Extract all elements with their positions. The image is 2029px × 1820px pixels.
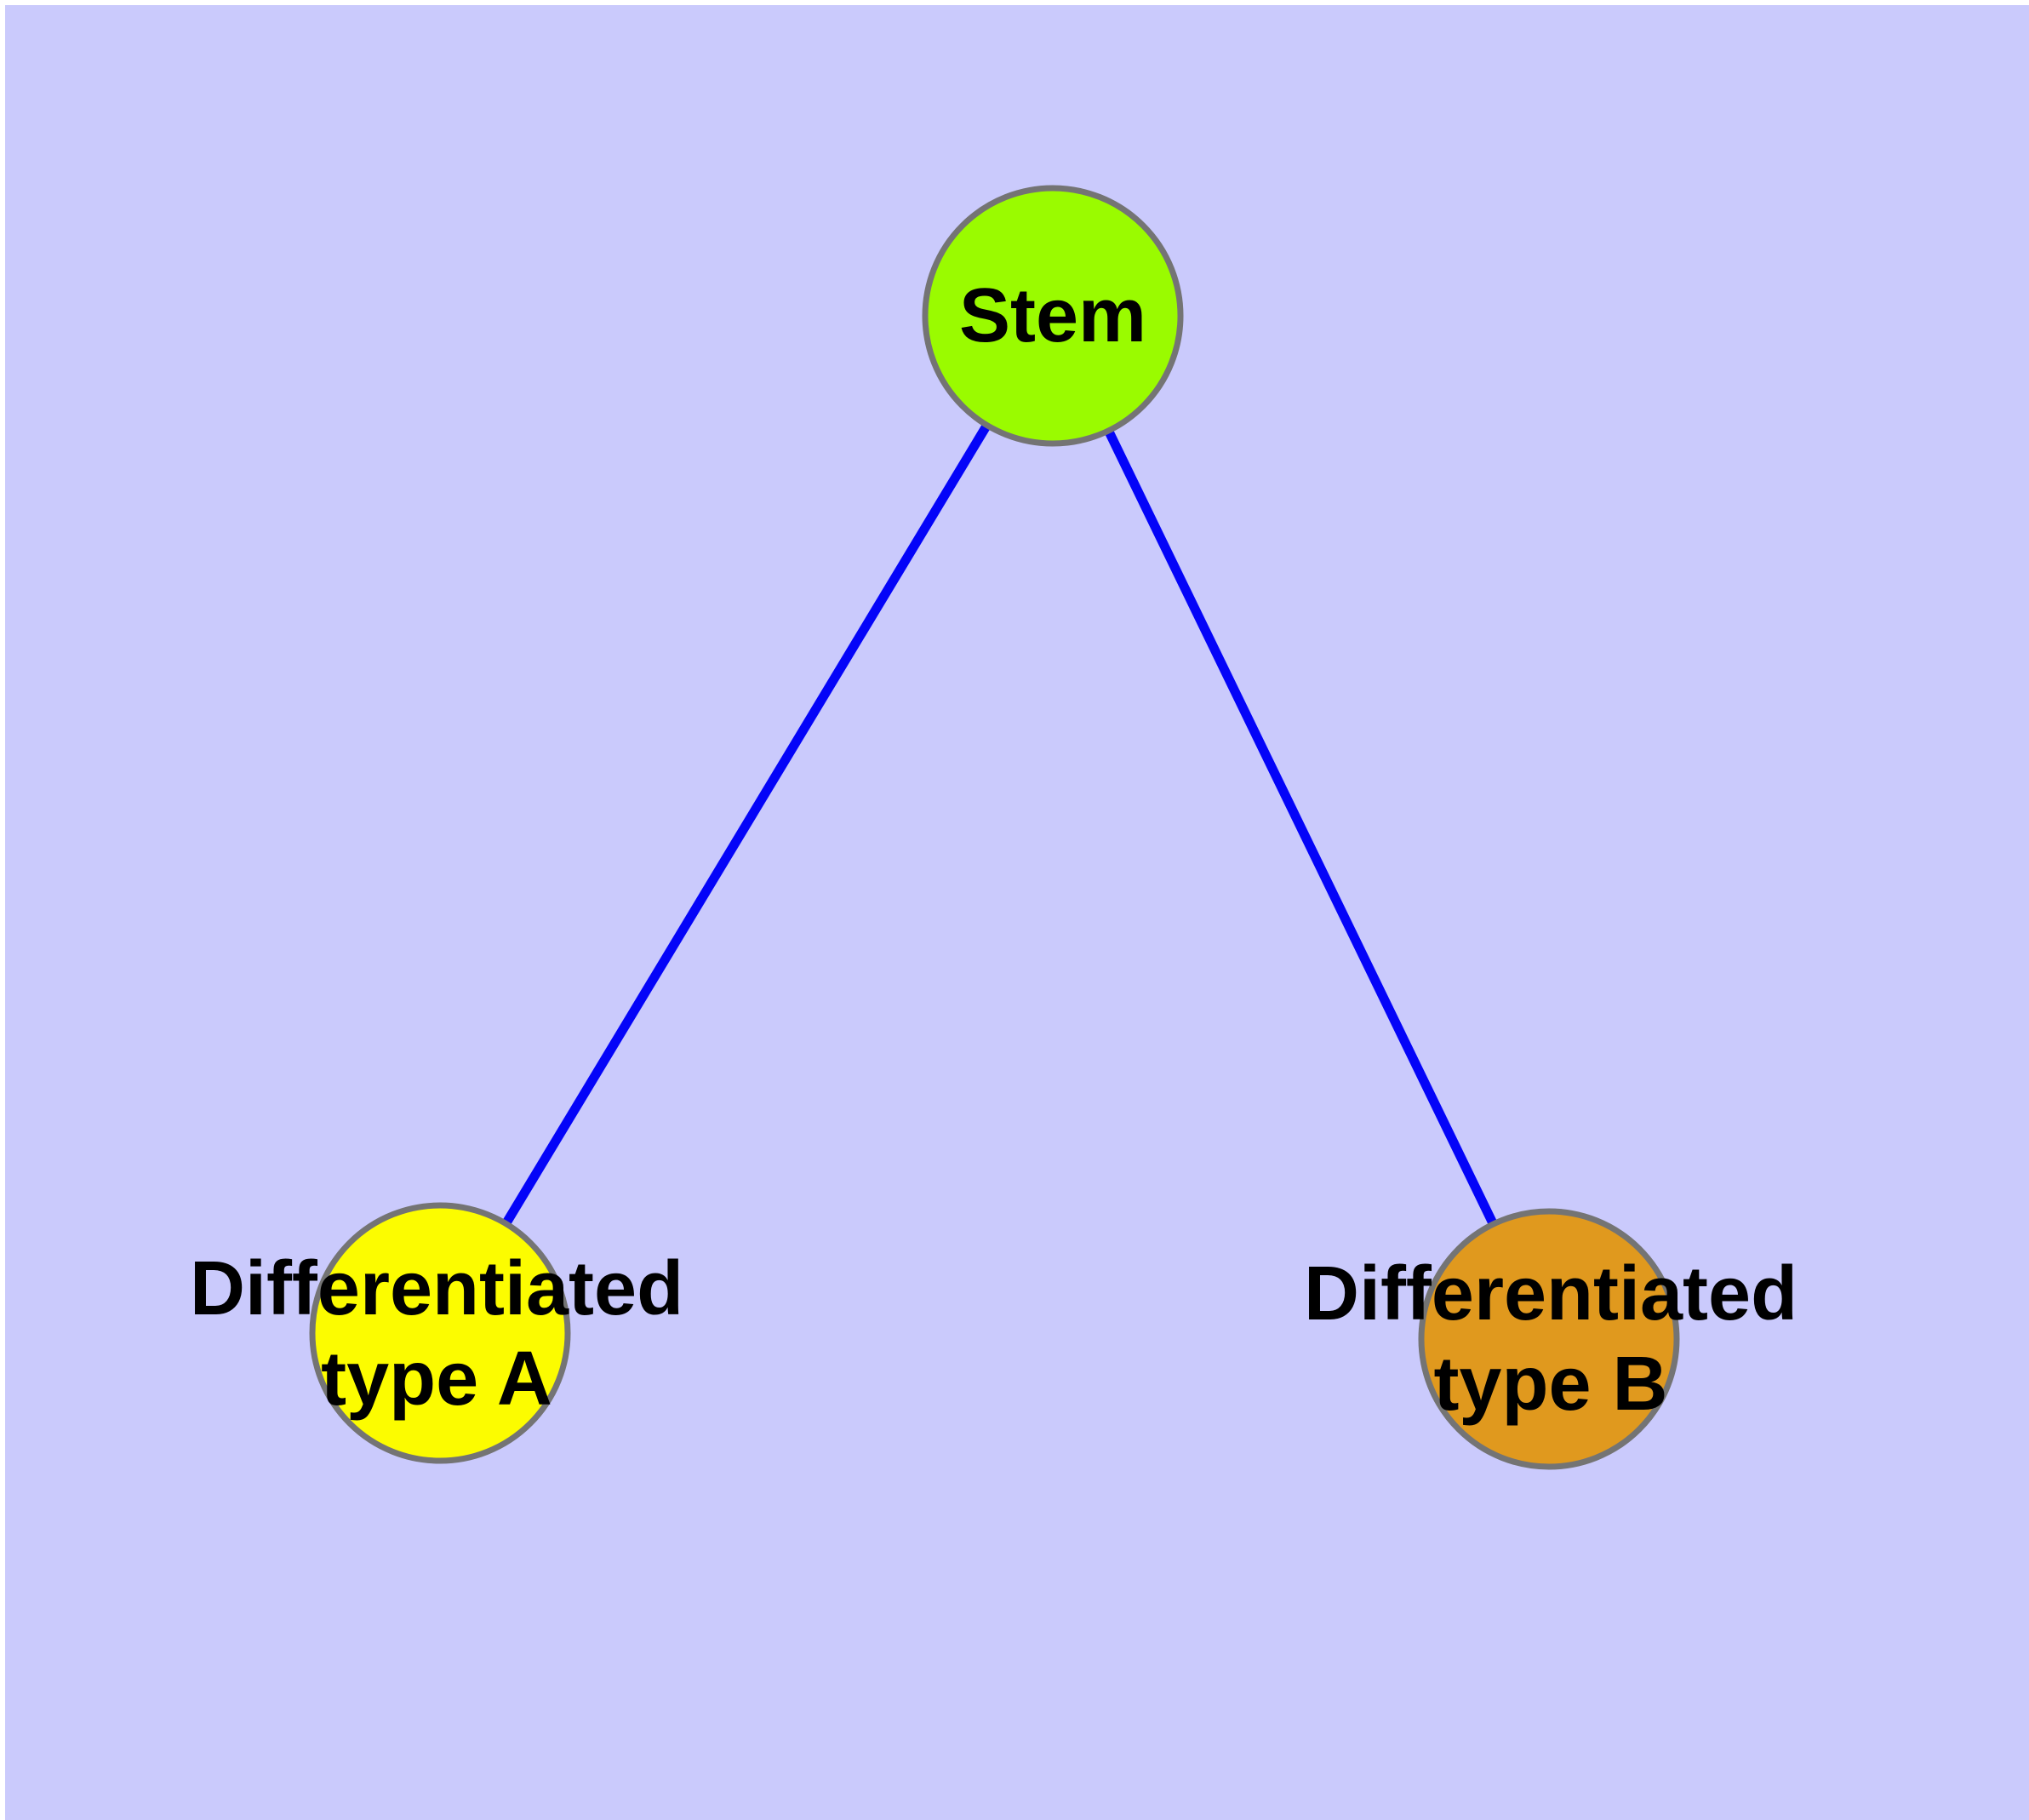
node-type-b — [1418, 1208, 1680, 1470]
node-type-a — [309, 1202, 571, 1464]
edge-stem-to-type-b — [1049, 313, 1553, 1342]
edge-stem-to-type-a — [436, 313, 1057, 1336]
node-stem — [922, 185, 1184, 447]
